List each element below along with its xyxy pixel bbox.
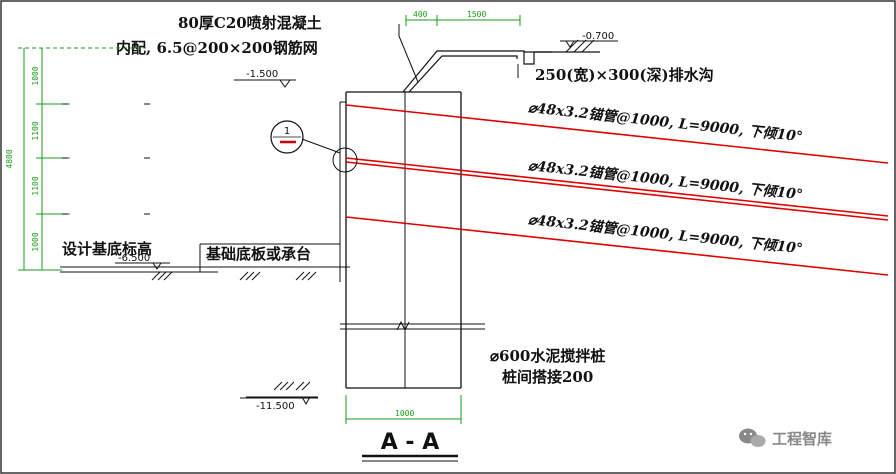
elevation-top: -0.700 [582, 31, 614, 42]
section-title-underline [362, 454, 458, 462]
anchor-lines [345, 104, 889, 276]
left-dimension [18, 47, 146, 271]
slope-top-profile [402, 50, 600, 93]
top-dimension [405, 15, 521, 26]
elevation-base: -6.500 [118, 253, 150, 264]
foundation-label: 基础底板或承台 [205, 245, 311, 263]
left-dimension-seg-2: 1100 [31, 121, 40, 140]
design-base-label: 设计基底标高 [62, 240, 152, 258]
anchor-line-3 [345, 216, 889, 276]
mesh-label: 内配, 6.5@200×200钢筋网 [116, 39, 318, 57]
left-dimension-seg-4: 1000 [31, 232, 40, 251]
pile-label: ⌀600水泥搅拌桩 [490, 347, 605, 365]
detail-marker-number: 1 [284, 126, 290, 137]
left-dimension-total: 4800 [5, 149, 14, 168]
left-dimension-seg-3: 1100 [31, 176, 40, 195]
anchor-label-1: ⌀48x3.2锚管@1000, L=9000, 下倾10° [527, 99, 803, 145]
pile-width-dimension [345, 395, 462, 424]
elevation-upper: -1.500 [246, 69, 278, 80]
shotcrete-label: 80厚C20喷射混凝土 [178, 14, 322, 32]
drain-ditch-label: 250(宽)×300(深)排水沟 [535, 66, 714, 84]
watermark-text: 工程智库 [772, 430, 832, 448]
pile-width-value: 1000 [395, 409, 414, 418]
elevation-markers [115, 40, 618, 406]
anchor-line-2b [345, 161, 889, 221]
wechat-icon [739, 428, 766, 447]
left-tick-marks [62, 103, 150, 215]
anchor-line-2 [345, 157, 889, 217]
anchor-line-1 [345, 104, 889, 164]
ground-hatch [60, 39, 595, 399]
break-line [340, 320, 485, 332]
detail-marker [270, 120, 358, 173]
top-dimension-right: 1500 [467, 10, 486, 19]
section-title: A - A [381, 430, 440, 455]
top-dimension-left: 400 [413, 10, 428, 19]
callout-leaders [398, 24, 519, 83]
elevation-pile-tip: -11.500 [256, 401, 295, 412]
pile-body [339, 91, 462, 389]
anchor-label-3: ⌀48x3.2锚管@1000, L=9000, 下倾10° [527, 211, 803, 257]
left-dimension-seg-1: 1000 [31, 66, 40, 85]
pile-overlap-label: 桩间搭接200 [502, 368, 593, 386]
